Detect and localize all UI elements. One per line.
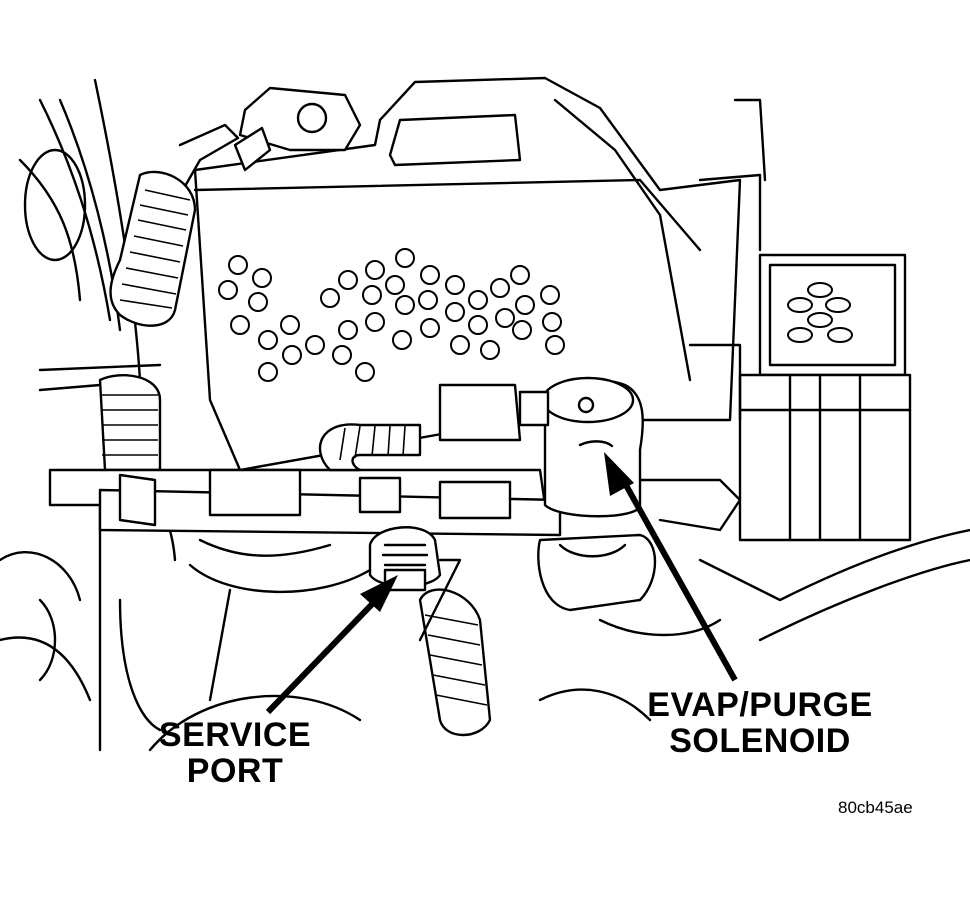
vent-holes — [218, 248, 565, 382]
left-wiring-harness — [38, 170, 197, 472]
figure-code: 80cb45ae — [838, 798, 913, 817]
evap-purge-solenoid-label: EVAP/PURGE SOLENOID — [630, 686, 890, 760]
evap-label-line2: SOLENOID — [669, 721, 851, 760]
evap-label-line1: EVAP/PURGE — [647, 686, 873, 724]
service-port-label: SERVICE PORT — [140, 716, 330, 790]
lower-wiring-harness — [188, 538, 492, 737]
relay-box — [688, 98, 912, 542]
u-hose — [318, 423, 422, 472]
service-port-leader — [265, 575, 398, 715]
evap-leader — [604, 452, 738, 682]
engine-lower-components — [148, 528, 970, 752]
vacuum-lines — [48, 468, 742, 537]
ground-cable-terminal — [178, 86, 362, 197]
service-port — [368, 526, 442, 592]
service-port-label-line1: SERVICE — [158, 716, 312, 754]
service-port-label-line2: PORT — [186, 751, 284, 790]
